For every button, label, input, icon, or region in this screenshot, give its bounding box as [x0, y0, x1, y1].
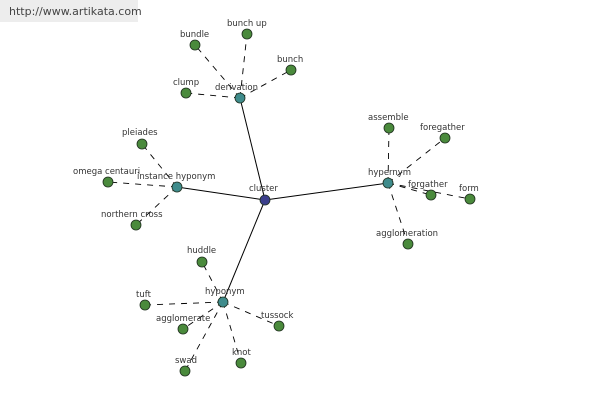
- node-hyponym[interactable]: [217, 296, 229, 308]
- edge-hyponym: [222, 199, 266, 303]
- label-northern-cross: northern cross: [101, 210, 163, 220]
- edge-huddle: [201, 261, 224, 303]
- node-center-cluster[interactable]: [259, 194, 271, 206]
- label-foregather: foregather: [420, 123, 465, 133]
- edge-derivation: [239, 97, 266, 201]
- node-assemble[interactable]: [383, 122, 395, 134]
- label-agglomerate: agglomerate: [156, 314, 210, 324]
- label-form: form: [459, 184, 479, 194]
- node-bunch-up[interactable]: [241, 28, 253, 40]
- graph-edges: [107, 33, 471, 372]
- node-bunch[interactable]: [285, 64, 297, 76]
- node-pleiades[interactable]: [136, 138, 148, 150]
- label-hyponym: hyponym: [205, 287, 245, 297]
- edge-forgather: [387, 182, 432, 196]
- edge-bunch: [239, 69, 292, 99]
- graph-nodes: [102, 28, 476, 377]
- label-pleiades: pleiades: [122, 128, 158, 138]
- edge-bunch-up: [239, 33, 248, 99]
- watermark-url: http://www.artikata.com: [9, 5, 142, 18]
- edge-tuft: [144, 301, 224, 306]
- edge-instance-hyponym: [176, 186, 266, 201]
- node-northern-cross[interactable]: [130, 219, 142, 231]
- node-forgather[interactable]: [425, 189, 437, 201]
- edge-agglomerate: [182, 301, 224, 330]
- node-tussock[interactable]: [273, 320, 285, 332]
- label-swad: swad: [175, 356, 197, 366]
- node-huddle[interactable]: [196, 256, 208, 268]
- edge-pleiades: [141, 143, 178, 188]
- edge-agglomeration: [387, 182, 409, 245]
- label-huddle: huddle: [187, 246, 216, 256]
- edge-omega-centauri: [107, 181, 178, 188]
- label-bundle: bundle: [180, 30, 209, 40]
- label-knot: knot: [232, 348, 252, 358]
- node-knot[interactable]: [235, 357, 247, 369]
- label-tuft: tuft: [136, 290, 152, 300]
- label-assemble: assemble: [368, 113, 409, 123]
- node-instance-hyponym[interactable]: [171, 181, 183, 193]
- label-hypernym: hypernym: [368, 168, 411, 178]
- edge-clump: [185, 92, 241, 99]
- label-agglomeration: agglomeration: [376, 229, 438, 239]
- node-form[interactable]: [464, 193, 476, 205]
- node-tuft[interactable]: [139, 299, 151, 311]
- label-omega-centauri: omega centauri: [73, 167, 140, 177]
- node-derivation[interactable]: [234, 92, 246, 104]
- label-clump: clump: [173, 78, 199, 88]
- node-swad[interactable]: [179, 365, 191, 377]
- label-instance-hyponym: instance hyponym: [137, 172, 215, 182]
- edge-assemble: [387, 127, 390, 184]
- label-bunch: bunch: [277, 55, 303, 65]
- node-agglomeration[interactable]: [402, 238, 414, 250]
- watermark-bar: http://www.artikata.com: [0, 0, 142, 22]
- node-agglomerate[interactable]: [177, 323, 189, 335]
- edge-hypernym: [264, 182, 389, 201]
- node-bundle[interactable]: [189, 39, 201, 51]
- label-derivation: derivation: [215, 83, 258, 93]
- edge-foregather: [387, 137, 446, 184]
- label-bunch-up: bunch up: [227, 19, 267, 29]
- node-omega-centauri[interactable]: [102, 176, 114, 188]
- label-center-cluster: cluster: [249, 184, 278, 194]
- edge-tussock: [222, 301, 280, 327]
- node-clump[interactable]: [180, 87, 192, 99]
- node-foregather[interactable]: [439, 132, 451, 144]
- graph-labels: bundle bunch up bunch clump derivation pleiad…: [73, 19, 479, 366]
- edge-knot: [222, 301, 242, 364]
- edge-swad: [184, 301, 224, 372]
- node-hypernym[interactable]: [382, 177, 394, 189]
- label-forgather: forgather: [408, 180, 448, 190]
- edge-northern-cross: [135, 186, 178, 226]
- label-tussock: tussock: [261, 311, 293, 321]
